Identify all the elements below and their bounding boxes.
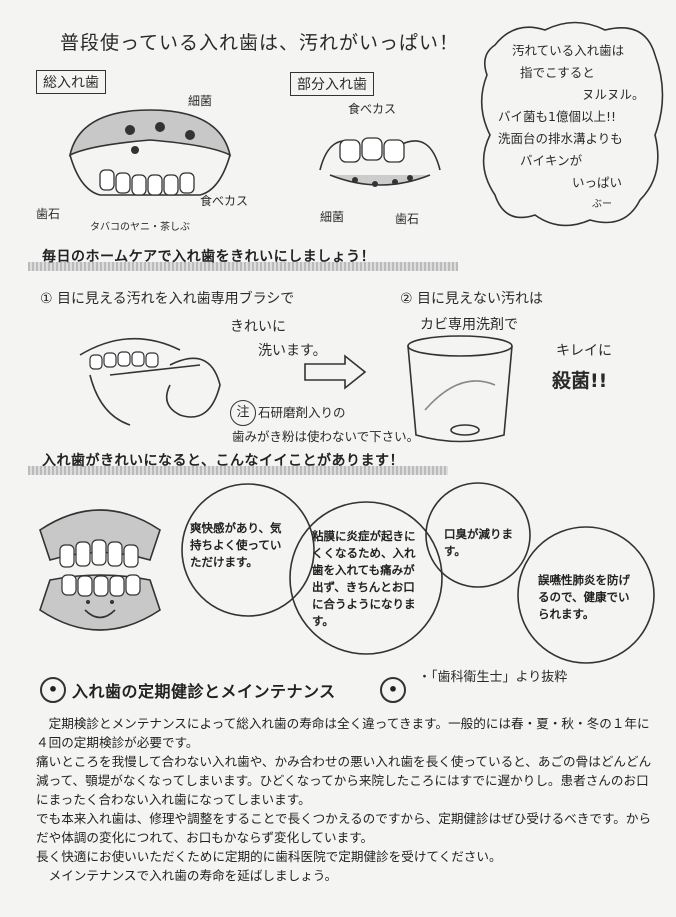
complete-denture-illustration <box>68 109 232 196</box>
caution-mark: 注 <box>230 400 256 426</box>
step1-line2: きれいに <box>230 319 286 335</box>
annotation-bacteria-2: 細菌 <box>320 210 345 224</box>
complete-denture-label: 総入れ歯 <box>36 70 106 94</box>
bullet-icon: • <box>380 677 406 703</box>
step1-line1: ① 目に見える汚れを入れ歯専用ブラシで <box>40 291 295 307</box>
cleaning-cup-illustration <box>407 335 513 443</box>
step2-line4: 殺菌!! <box>552 370 608 392</box>
caution-line2: 歯みがき粉は使わないで下さい。 <box>232 429 420 444</box>
partial-denture-illustration <box>319 137 441 187</box>
body-paragraph: 痛いところを我慢して合わない入れ歯や、かみ合わせの悪い入れ歯を長く使っていると、… <box>36 754 652 807</box>
body-paragraph: 長く快適にお使いいただくために定期的に歯科医院で定期健診を受けてください。 <box>36 849 502 864</box>
banner-underline <box>28 262 458 271</box>
section-body: 定期検診とメンテナンスによって総入れ歯の寿命は全く違ってきます。一般的には春・夏… <box>36 714 652 885</box>
benefit-circles <box>181 482 655 664</box>
benefit-bubble-4: 誤嚥性肺炎を防げるので、健康でいられます。 <box>538 573 630 621</box>
cloud-line: 汚れている入れ歯は <box>512 43 625 58</box>
cloud-line: 洗面台の排水溝よりも <box>498 131 623 146</box>
brushing-illustration <box>79 337 221 426</box>
benefit-bubble-1: 爽快感があり、気持ちよく使っていただけます。 <box>190 521 282 569</box>
step1-line3: 洗います。 <box>258 343 327 359</box>
partial-denture-label: 部分入れ歯 <box>290 72 374 96</box>
homecare-banner: 毎日のホームケアで入れ歯をきれいにしましょう！ <box>42 249 376 265</box>
benefits-banner: 入れ歯がきれいになると、こんなイイことがあります！ <box>42 453 404 469</box>
caution-line1: 石研磨剤入りの <box>258 405 346 420</box>
bullet-icon: • <box>40 677 66 703</box>
annotation-tartar-2: 歯石 <box>395 212 420 226</box>
step2-line3: キレイに <box>556 343 612 359</box>
cloud-note-bubble <box>480 21 664 227</box>
step2-line2: カビ専用洗剤で <box>420 317 518 333</box>
cloud-note-text: 汚れている入れ歯は 指でこすると ヌルヌル。 バイ菌も1億個以上!! 洗面台の排… <box>498 40 662 216</box>
annotation-food-1: 食べカス <box>200 194 249 208</box>
source-note: ・「歯科衛生士」より抜粋 <box>418 670 568 685</box>
cloud-line: いっぱい <box>572 175 623 190</box>
banner-underline <box>28 466 448 475</box>
happy-denture-illustration <box>39 509 161 631</box>
annotation-food-2: 食べカス <box>348 102 397 116</box>
step2-line1: ② 目に見えない汚れは <box>400 291 544 307</box>
body-paragraph: でも本来入れ歯は、修理や調整をすることで長くつかえるのですから、定期健診はぜひ受… <box>36 811 652 845</box>
annotation-stain: タバコのヤニ・茶しぶ <box>90 222 190 233</box>
annotation-bacteria-1: 細菌 <box>188 94 213 108</box>
section-heading: 入れ歯の定期健診とメインテナンス <box>72 682 336 701</box>
benefit-bubble-3: 口臭が減ります。 <box>444 527 513 558</box>
annotation-tartar-1: 歯石 <box>36 207 61 221</box>
benefit-bubble-2: 粘膜に炎症が起きにくくなるため、入れ歯を入れても痛みが出ず、きちんとお口に合うよ… <box>312 529 416 628</box>
cloud-line: バイ菌も1億個以上!! <box>498 109 616 124</box>
arrow-icon <box>304 354 367 390</box>
cloud-line: 指でこすると <box>520 65 595 80</box>
cloud-line: バイキンが <box>520 153 583 168</box>
cloud-line: ヌルヌル。 <box>582 87 645 102</box>
body-paragraph: メインテナンスで入れ歯の寿命を延ばしましょう。 <box>36 868 338 883</box>
page-title: 普段使っている入れ歯は、汚れがいっぱい！ <box>60 32 460 54</box>
cloud-line: ぶー <box>592 199 612 210</box>
body-paragraph: 定期検診とメンテナンスによって総入れ歯の寿命は全く違ってきます。一般的には春・夏… <box>36 716 650 750</box>
